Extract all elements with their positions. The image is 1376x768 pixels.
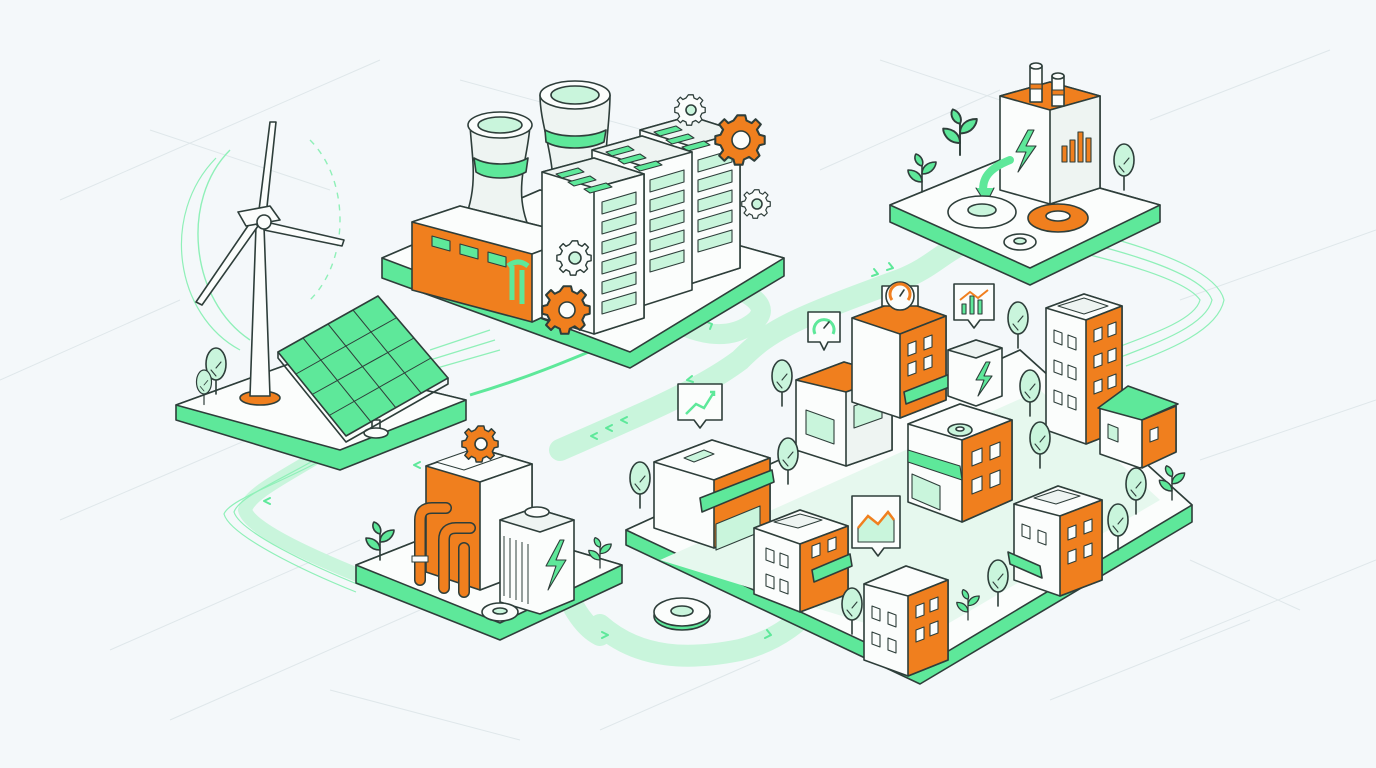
renewables-platform xyxy=(175,121,467,471)
tree-icon xyxy=(1113,143,1135,191)
building-icon xyxy=(753,509,853,613)
gear-icon xyxy=(1027,203,1089,233)
gear-icon xyxy=(556,240,592,276)
gear-icon xyxy=(714,114,766,166)
shop-icon xyxy=(653,439,775,551)
cooling-tower-icon xyxy=(459,111,533,231)
gauge-icon xyxy=(881,281,919,311)
background-guides xyxy=(0,49,1376,741)
gauge-icon xyxy=(807,311,841,351)
battery-icon xyxy=(499,506,575,615)
building-icon xyxy=(851,299,953,419)
gear-icon xyxy=(481,602,519,622)
tree-icon xyxy=(629,461,651,509)
plant-icon xyxy=(942,108,978,156)
gear-icon xyxy=(1003,233,1037,251)
line-chart-icon xyxy=(953,283,995,329)
wind-turbine-icon xyxy=(195,121,345,406)
gear-icon xyxy=(741,189,771,219)
lightning-bolt-icon xyxy=(1015,129,1037,173)
battery-icon xyxy=(947,339,1003,407)
gear-icon xyxy=(541,285,591,335)
building-icon xyxy=(1097,385,1179,469)
gear-icon xyxy=(461,425,499,463)
factory-building xyxy=(975,62,1101,205)
line-chart-icon xyxy=(851,495,901,557)
lightning-bolt-icon xyxy=(545,539,567,591)
gear-icon xyxy=(947,423,973,437)
building-icon xyxy=(907,403,1013,523)
chimney-icon xyxy=(1029,62,1065,107)
storage-platform xyxy=(355,425,623,641)
gear-icon xyxy=(947,195,1017,229)
building-icon xyxy=(863,565,949,677)
line-chart-icon xyxy=(677,383,723,429)
building-icon xyxy=(1007,485,1103,597)
factory-platform xyxy=(889,62,1161,286)
city-platform xyxy=(625,281,1193,685)
gear-icon xyxy=(653,597,711,631)
lightning-bolt-icon xyxy=(975,361,993,397)
plant-icon xyxy=(907,153,937,193)
power-plant-platform xyxy=(381,80,785,369)
pipe-icon xyxy=(411,502,476,598)
gear-icon xyxy=(674,94,706,126)
tree-icon xyxy=(1007,301,1029,349)
bar-chart-icon xyxy=(1061,131,1092,163)
solar-panel-icon xyxy=(277,295,449,443)
tree-icon xyxy=(771,359,793,407)
